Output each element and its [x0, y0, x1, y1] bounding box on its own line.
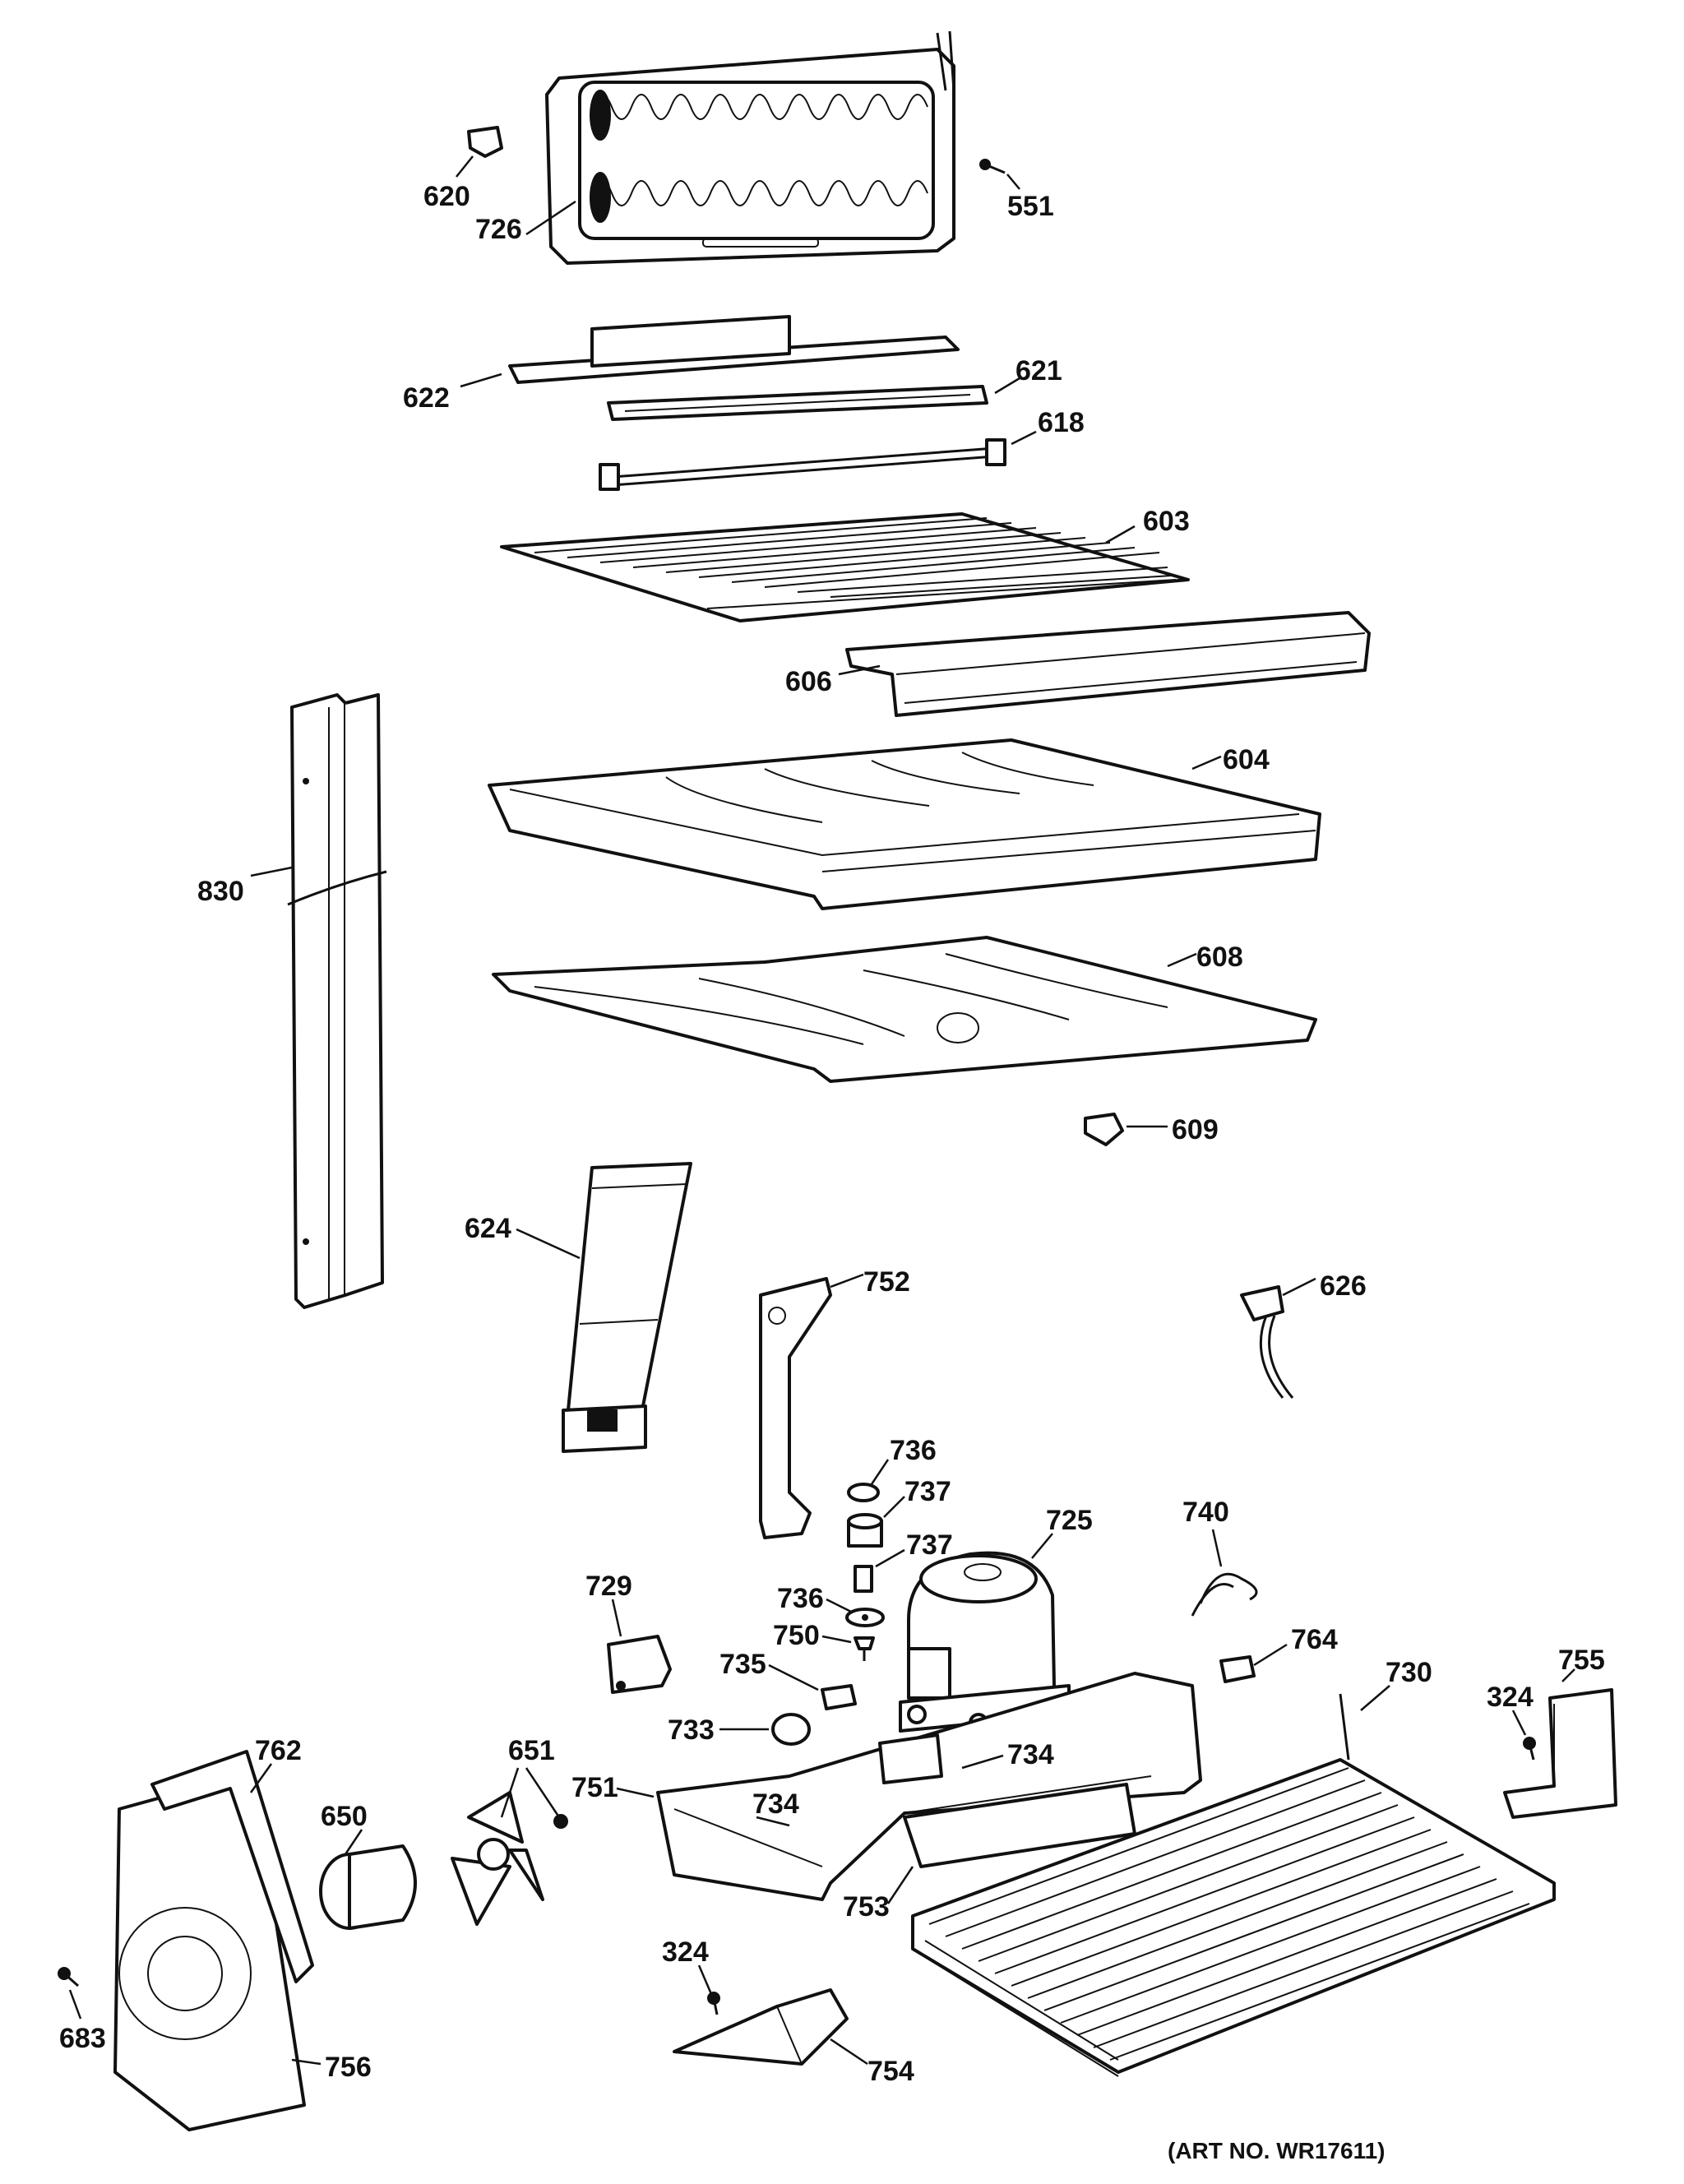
part-752-bracket	[759, 1273, 864, 1539]
part-762-seal	[150, 1750, 314, 1983]
label-830: 830	[197, 876, 244, 907]
part-622-cover	[460, 315, 960, 388]
label-736-lower: 736	[777, 1583, 824, 1614]
part-606-shelf-front	[838, 611, 1371, 717]
part-751-base-pan	[616, 1672, 1202, 1901]
label-751: 751	[571, 1772, 618, 1803]
label-621: 621	[1015, 355, 1062, 386]
coil-row-lower	[591, 180, 928, 206]
grille-slats	[534, 517, 1177, 609]
label-609: 609	[1172, 1114, 1219, 1145]
part-618-heater	[599, 430, 1037, 491]
part-754-bracket	[673, 1988, 868, 2066]
label-603: 603	[1143, 506, 1190, 537]
label-752: 752	[863, 1266, 910, 1298]
label-740: 740	[1182, 1497, 1229, 1528]
part-736-washer-lower	[826, 1598, 885, 1627]
label-606: 606	[785, 666, 832, 697]
part-740-clip	[1191, 1529, 1258, 1617]
part-609-clip	[1084, 1113, 1168, 1146]
part-733-overload	[719, 1713, 811, 1746]
part-604-pan-cover	[488, 738, 1321, 910]
label-622: 622	[403, 382, 450, 414]
part-608-pan-support	[492, 936, 1317, 1083]
part-726-evaporator	[525, 30, 955, 265]
art-number: (ART NO. WR17611)	[1168, 2138, 1386, 2163]
part-324-screw-upper	[1511, 1710, 1536, 1761]
label-725: 725	[1046, 1505, 1093, 1536]
label-604: 604	[1223, 744, 1270, 775]
label-626: 626	[1320, 1270, 1367, 1302]
label-618: 618	[1038, 407, 1085, 438]
part-651-fan-blade	[451, 1767, 568, 1926]
label-324-upper: 324	[1487, 1682, 1534, 1713]
part-624-duct	[516, 1162, 692, 1453]
coil-row-upper	[591, 94, 928, 120]
part-737-grommet-lower	[854, 1548, 905, 1593]
part-725-compressor	[899, 1533, 1071, 1733]
label-750: 750	[773, 1620, 820, 1651]
part-736-washer-upper	[847, 1459, 890, 1502]
part-737-grommet-upper	[847, 1496, 905, 1548]
label-762: 762	[255, 1735, 302, 1766]
label-620: 620	[423, 181, 470, 212]
condenser-tubes	[924, 1767, 1530, 2077]
label-735: 735	[719, 1649, 766, 1680]
label-683: 683	[59, 2023, 106, 2054]
part-324-screw-lower	[697, 1964, 720, 2015]
part-755-bracket	[1503, 1668, 1617, 1819]
label-651: 651	[508, 1735, 555, 1766]
label-726: 726	[475, 214, 522, 245]
label-624: 624	[465, 1213, 511, 1244]
part-764-clip	[1219, 1643, 1288, 1683]
label-756: 756	[325, 2052, 372, 2083]
part-750-bolt	[821, 1635, 875, 1661]
part-620-clip	[456, 126, 503, 178]
label-736-upper: 736	[890, 1435, 937, 1466]
label-734-left: 734	[752, 1788, 799, 1820]
part-621-trough	[607, 377, 1020, 421]
part-830-mullion	[250, 693, 387, 1309]
label-551: 551	[1007, 191, 1054, 222]
part-626-power-cord	[1240, 1277, 1316, 1399]
label-754: 754	[867, 2056, 914, 2087]
label-753: 753	[843, 1891, 890, 1923]
part-labels: 620 726 551 622 621 618 603 606 604 830 …	[59, 181, 1605, 2087]
label-737-lower: 737	[906, 1529, 953, 1561]
part-730-condenser	[911, 1685, 1556, 2077]
label-324-lower: 324	[662, 1936, 709, 1968]
part-735-clip	[768, 1663, 857, 1710]
label-733: 733	[668, 1714, 715, 1746]
label-737-upper: 737	[904, 1476, 951, 1507]
label-755: 755	[1558, 1645, 1605, 1676]
label-734-right: 734	[1007, 1739, 1054, 1770]
label-608: 608	[1196, 942, 1243, 973]
label-764: 764	[1291, 1624, 1338, 1655]
part-551-screw	[979, 159, 1020, 190]
part-650-fan-motor	[319, 1829, 417, 1930]
label-729: 729	[585, 1571, 632, 1602]
part-603-grille-shelf	[500, 512, 1190, 622]
part-683-screw	[58, 1967, 82, 2020]
label-650: 650	[321, 1801, 368, 1832]
label-730: 730	[1386, 1657, 1432, 1688]
part-729-relay	[607, 1599, 672, 1694]
